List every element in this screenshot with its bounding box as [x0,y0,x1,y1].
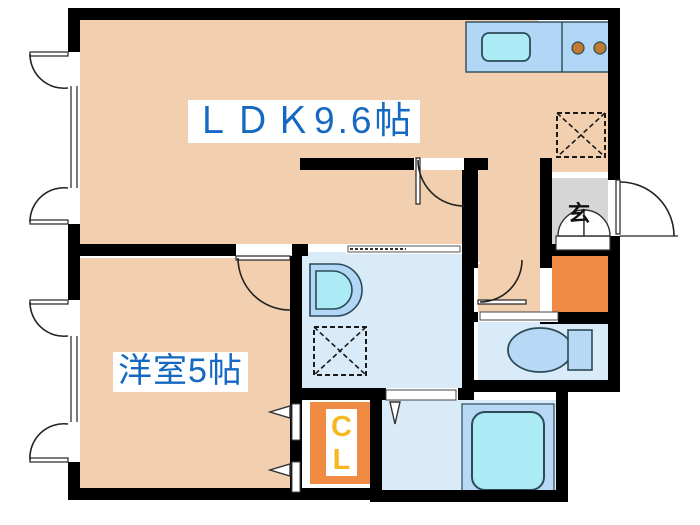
door-ldk-left-top [29,51,69,90]
bathtub [461,403,555,499]
door-bedroom-left-bottom [29,422,69,463]
door-hallway-washroom [477,259,527,305]
tub-basin [471,411,545,491]
room-label-genkan: 玄 [568,201,591,226]
gap-bed-left-top [68,300,80,336]
genkan-step [555,209,611,251]
window-bedroom [70,336,78,422]
wall-top [68,8,620,20]
toilet-unit [507,327,593,373]
hallway-floor [478,172,540,260]
gap-hall-washroom [478,262,480,264]
door-swings [29,51,678,493]
wall-toilet-left [462,312,474,392]
wall-hall-right [540,158,552,268]
room-label-bedroom: 洋室5帖 [113,352,248,392]
wall-right-lower [608,236,620,386]
stove-burner-left [571,41,585,55]
entrance-door [615,179,678,237]
wall-right-bath [556,386,568,502]
hallway-floor-lower [478,260,540,318]
gap-bed-left-window [68,336,80,422]
wall-bath-left [370,396,380,496]
door-bath [385,389,457,425]
storage-ldk [556,112,606,158]
wall-hall-left [466,158,478,268]
toilet-bowl [507,327,573,373]
wall-right-upper [608,8,620,180]
door-ldk-left-bottom [29,186,69,225]
kitchen-counter-group [465,21,615,73]
gap-ldk-left-top [68,52,80,86]
door-closet-lower [267,461,301,493]
vanity-basin [309,263,363,317]
door-closet-upper [267,403,301,441]
toilet-tank [567,329,593,371]
gap-ldk-hallway [414,158,464,170]
room-label-ldk: ＬＤＫ9.6帖 [188,100,421,143]
stove-burner-right [593,41,607,55]
shoe-box-fill [552,256,614,318]
storage-washroom [313,326,367,376]
wall-bottom-bath [370,490,568,502]
door-ldk-bedroom [235,255,291,311]
ldk-floor-right [538,72,614,172]
window-ldk-upper [70,86,78,188]
gap-bed-left-bottom [68,422,80,462]
door-bedroom-left-top [29,299,69,338]
door-toilet [479,311,559,321]
gap-ldk-left-window [68,86,80,188]
wall-toilet-bottom [468,380,620,392]
door-ldk-hallway [415,157,465,207]
wall-bottom-left [68,488,380,500]
gap-ldk-left-bottom [68,188,80,224]
gap-ldk-bedroom [236,244,292,256]
windows [70,86,78,422]
door-washroom-slider [347,245,461,253]
kitchen-sink [481,32,531,62]
